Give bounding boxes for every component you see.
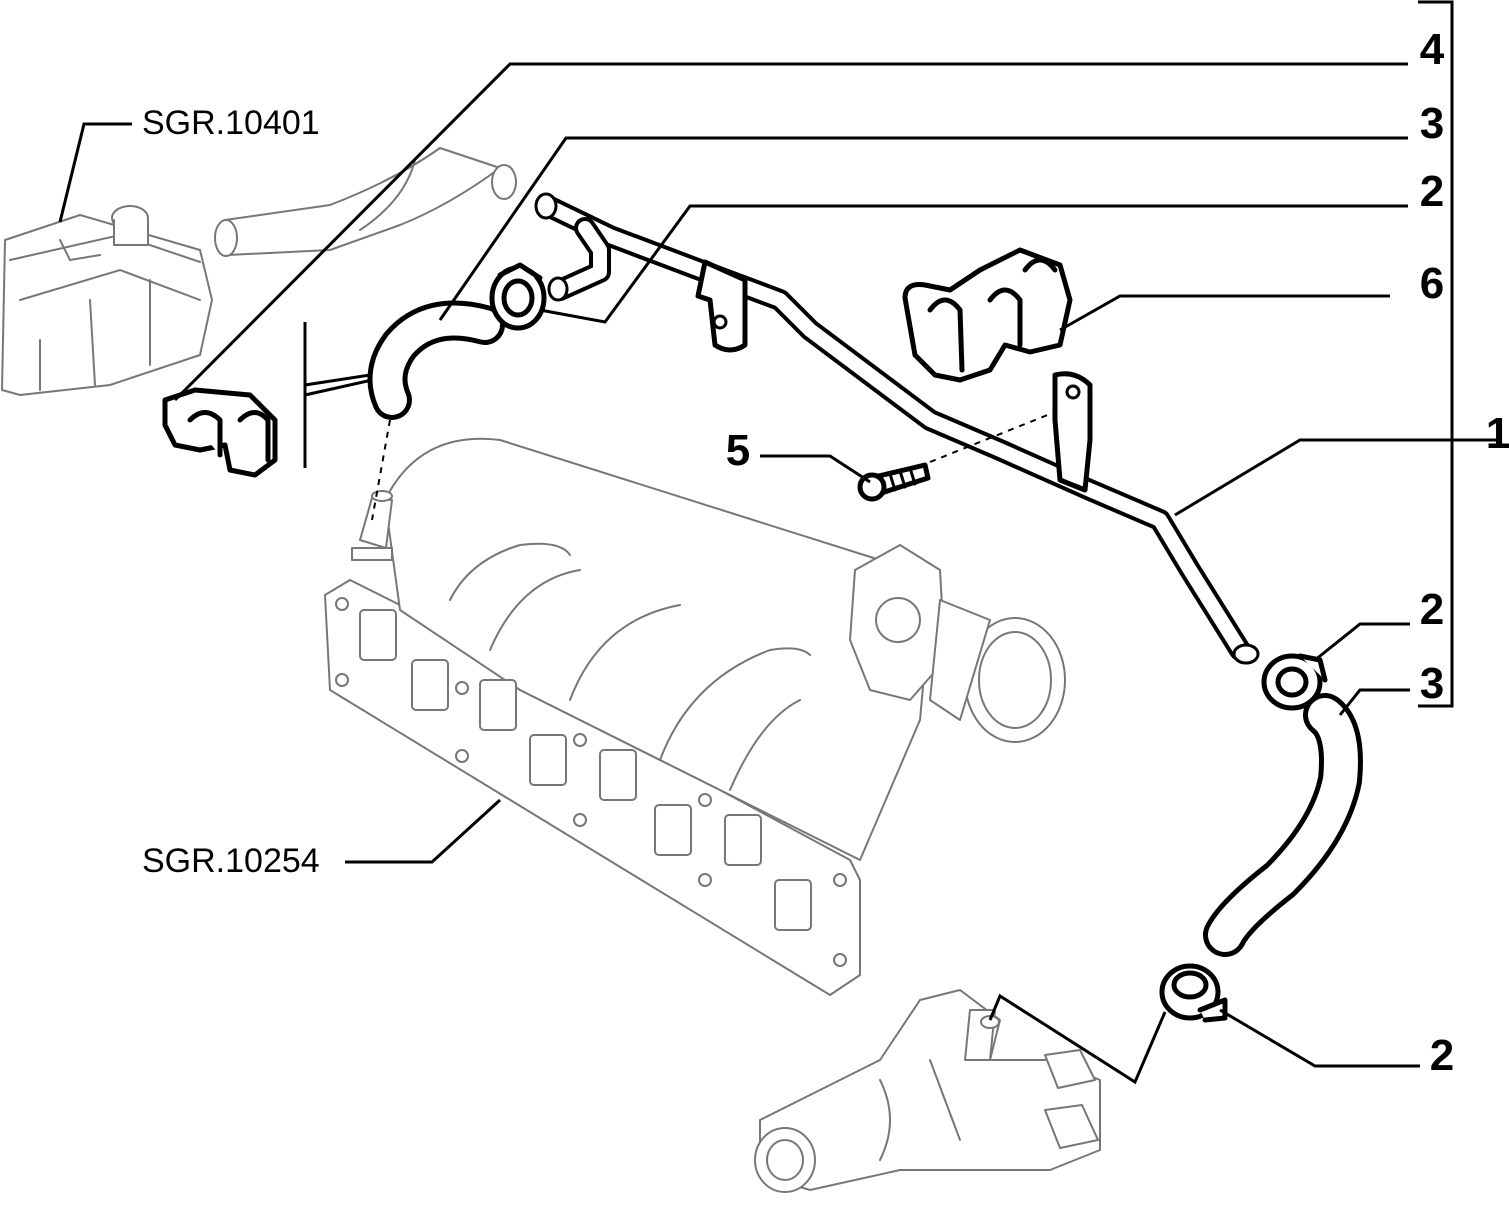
callout-2-bottom: 2 — [1430, 1031, 1454, 1080]
callout-1: 1 — [1486, 409, 1509, 458]
callout-3-mid: 3 — [1420, 659, 1444, 708]
part-1-metal-pipe — [534, 192, 1260, 665]
leader-lines — [58, 0, 1500, 1085]
alignment-dash-manifold — [371, 419, 391, 521]
part-3-upper-hose — [367, 300, 505, 420]
section-break-mark — [303, 322, 373, 468]
part-2-clamp-mid — [1261, 653, 1328, 711]
callout-3-top: 3 — [1420, 99, 1444, 148]
part-2-clamp-bottom — [1159, 963, 1228, 1023]
part-2-clamp-top — [489, 262, 547, 331]
thermostat-housing-reference — [754, 989, 1101, 1193]
callout-4: 4 — [1420, 25, 1445, 74]
part-3-lower-hose — [1203, 693, 1363, 957]
part-4-double-clip — [162, 387, 278, 478]
alignment-dash-bolt — [929, 411, 1056, 463]
ref-expansion-tank: SGR.10401 — [142, 104, 320, 142]
part-6-double-clip — [902, 247, 1073, 383]
callout-2-mid: 2 — [1420, 585, 1444, 634]
intake-manifold-reference — [324, 437, 1066, 996]
expansion-tank-reference — [1, 205, 213, 396]
callout-2-top: 2 — [1420, 167, 1444, 216]
part-5-bolt — [857, 462, 931, 502]
tank-hose-reference — [214, 147, 517, 257]
callout-5: 5 — [726, 426, 750, 475]
ref-intake-manifold: SGR.10254 — [142, 842, 320, 880]
callout-6: 6 — [1420, 259, 1444, 308]
